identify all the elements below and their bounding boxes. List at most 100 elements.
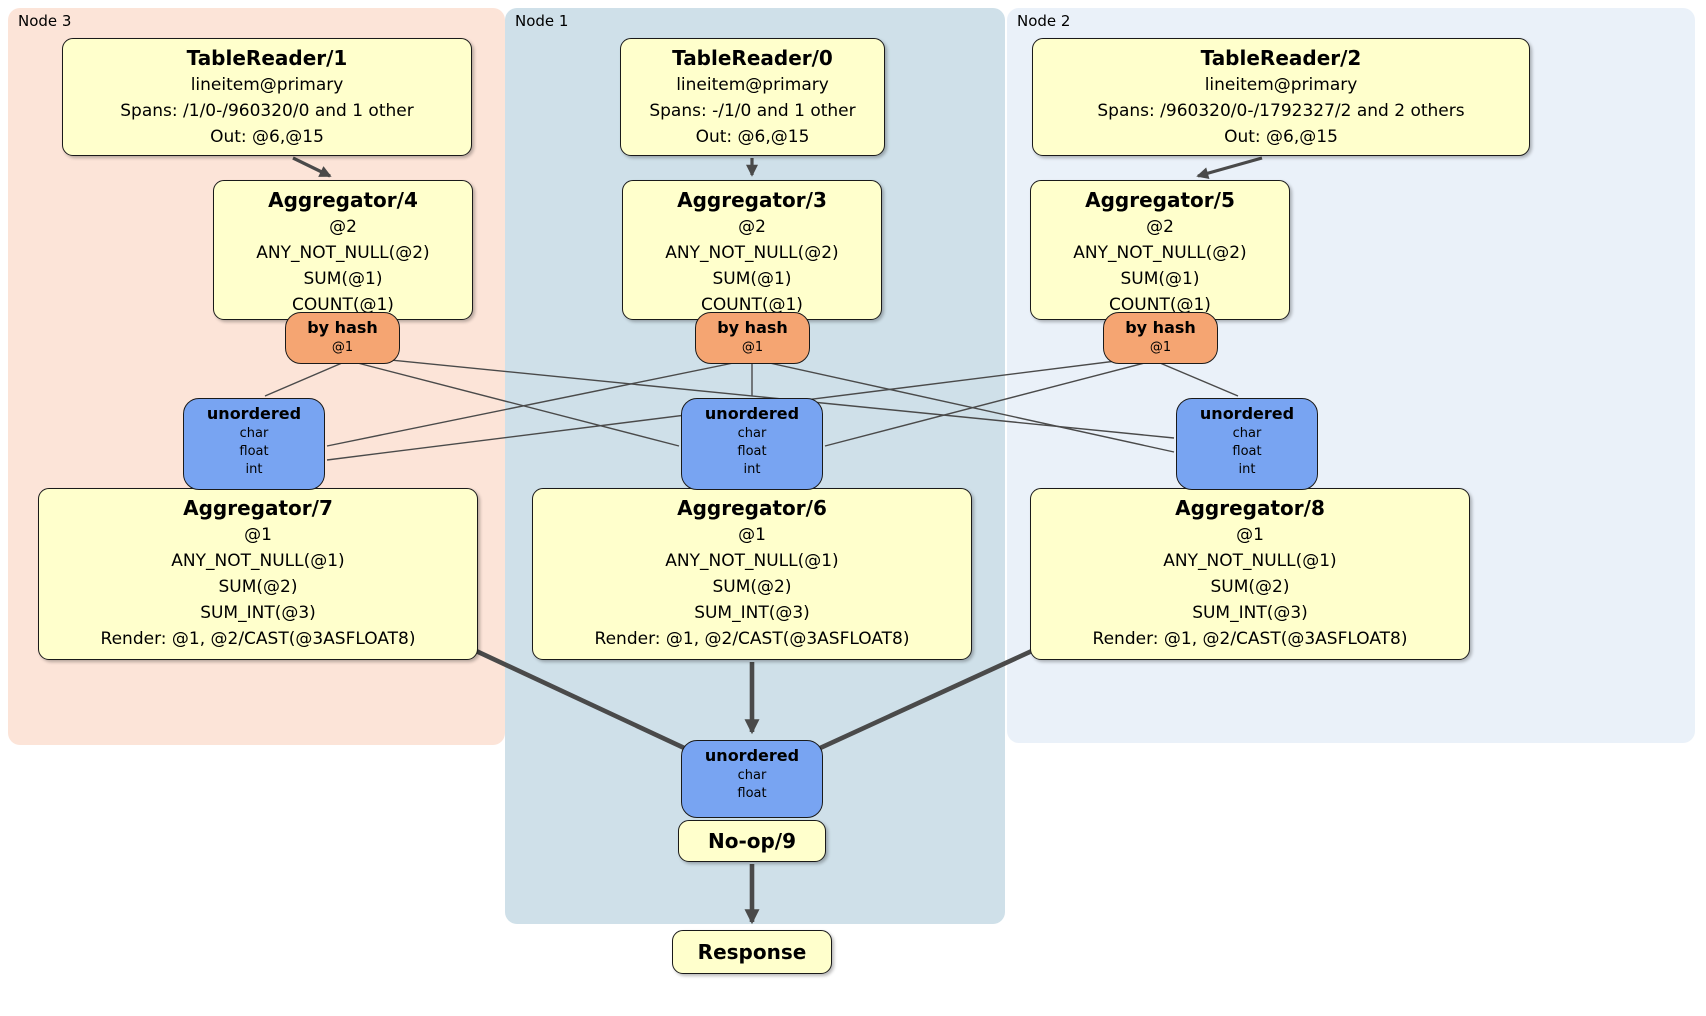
box-line: int <box>245 462 263 477</box>
box-line: SUM(@1) <box>303 269 383 289</box>
unordered-sync-6: unordered char float int <box>681 398 823 490</box>
unordered-sync-final: unordered char float <box>681 740 823 818</box>
box-title: unordered <box>1199 404 1295 423</box>
box-line: char <box>737 768 767 783</box>
box-line: @1 <box>741 340 764 355</box>
hash-router-4: by hash @1 <box>285 312 400 364</box>
box-line: @1 <box>1149 340 1172 355</box>
node2-label: Node 2 <box>1017 12 1071 30</box>
box-line: float <box>737 786 767 801</box>
box-line: int <box>743 462 761 477</box>
box-title: unordered <box>704 404 800 423</box>
box-title: by hash <box>1125 318 1196 337</box>
box-line: Render: @1, @2/CAST(@3ASFLOAT8) <box>100 629 416 649</box>
box-line: COUNT(@1) <box>701 295 803 315</box>
edge-router3-sync7 <box>326 359 749 447</box>
box-line: COUNT(@1) <box>292 295 394 315</box>
box-line: SUM_INT(@3) <box>1192 603 1308 623</box>
box-line: Spans: /1/0-/960320/0 and 1 other <box>120 101 414 121</box>
box-line: lineitem@primary <box>190 75 344 95</box>
edge-router4-sync7 <box>264 362 343 397</box>
box-title: Aggregator/3 <box>677 188 827 212</box>
box-title: TableReader/1 <box>186 46 348 70</box>
edge-router5-sync8 <box>1159 362 1239 397</box>
aggregator-6-box: Aggregator/6 @1 ANY_NOT_NULL(@1) SUM(@2)… <box>532 488 972 660</box>
edge-tr2-agg5 <box>1196 156 1263 180</box>
box-line: @1 <box>244 525 272 545</box>
tablereader-0-box: TableReader/0 lineitem@primary Spans: -/… <box>620 38 885 156</box>
box-title: Response <box>697 940 807 964</box>
box-line: SUM_INT(@3) <box>694 603 810 623</box>
box-line: SUM(@2) <box>218 577 298 597</box>
edge-agg7-finalsync <box>473 647 713 763</box>
box-line: @1 <box>331 340 354 355</box>
box-line: Spans: -/1/0 and 1 other <box>649 101 856 121</box>
edge-router4-sync6 <box>345 359 680 447</box>
aggregator-7-box: Aggregator/7 @1 ANY_NOT_NULL(@1) SUM(@2)… <box>38 488 478 660</box>
box-line: SUM(@1) <box>712 269 792 289</box>
box-title: Aggregator/8 <box>1175 496 1325 520</box>
box-line: Out: @6,@15 <box>210 127 324 147</box>
hash-router-3: by hash @1 <box>695 312 810 364</box>
box-line: @1 <box>1236 525 1264 545</box>
box-title: by hash <box>717 318 788 337</box>
box-title: Aggregator/7 <box>183 496 333 520</box>
box-line: ANY_NOT_NULL(@2) <box>1073 243 1247 263</box>
edge-router4-sync8 <box>349 355 1175 439</box>
box-line: SUM(@1) <box>1120 269 1200 289</box>
box-line: Render: @1, @2/CAST(@3ASFLOAT8) <box>1092 629 1408 649</box>
box-line: @1 <box>738 525 766 545</box>
edge-agg8-finalsync <box>791 647 1035 763</box>
box-line: Out: @6,@15 <box>1224 127 1338 147</box>
box-line: SUM_INT(@3) <box>200 603 316 623</box>
aggregator-3-box: Aggregator/3 @2 ANY_NOT_NULL(@2) SUM(@1)… <box>622 180 882 320</box>
box-line: char <box>737 426 767 441</box>
box-line: float <box>239 444 269 459</box>
box-line: ANY_NOT_NULL(@2) <box>256 243 430 263</box>
box-line: Spans: /960320/0-/1792327/2 and 2 others <box>1097 101 1465 121</box>
box-title: unordered <box>704 746 800 765</box>
box-line: @2 <box>1146 217 1174 237</box>
unordered-sync-8: unordered char float int <box>1176 398 1318 490</box>
edge-router5-sync6 <box>824 359 1157 447</box>
unordered-sync-7: unordered char float int <box>183 398 325 490</box>
tablereader-2-box: TableReader/2 lineitem@primary Spans: /9… <box>1032 38 1530 156</box>
box-line: Out: @6,@15 <box>695 127 810 147</box>
box-line: ANY_NOT_NULL(@1) <box>1163 551 1337 571</box>
box-line: ANY_NOT_NULL(@2) <box>665 243 839 263</box>
node3-label: Node 3 <box>18 12 72 30</box>
noop-9-box: No-op/9 <box>678 820 826 862</box>
box-line: char <box>1232 426 1262 441</box>
box-title: by hash <box>307 318 378 337</box>
hash-router-5: by hash @1 <box>1103 312 1218 364</box>
box-title: TableReader/2 <box>1200 46 1362 70</box>
aggregator-5-box: Aggregator/5 @2 ANY_NOT_NULL(@2) SUM(@1)… <box>1030 180 1290 320</box>
box-line: COUNT(@1) <box>1109 295 1211 315</box>
box-line: SUM(@2) <box>712 577 792 597</box>
box-line: ANY_NOT_NULL(@1) <box>665 551 839 571</box>
aggregator-8-box: Aggregator/8 @1 ANY_NOT_NULL(@1) SUM(@2)… <box>1030 488 1470 660</box>
box-line: char <box>239 426 269 441</box>
tablereader-1-box: TableReader/1 lineitem@primary Spans: /1… <box>62 38 472 156</box>
box-line: @2 <box>738 217 766 237</box>
box-line: Render: @1, @2/CAST(@3ASFLOAT8) <box>594 629 910 649</box>
response-box: Response <box>672 930 832 974</box>
edge-tr1-agg4 <box>292 156 332 178</box>
box-title: No-op/9 <box>707 829 797 853</box>
box-title: Aggregator/4 <box>268 188 418 212</box>
box-line: @2 <box>329 217 357 237</box>
aggregator-4-box: Aggregator/4 @2 ANY_NOT_NULL(@2) SUM(@1)… <box>213 180 473 320</box>
edge-router3-sync8 <box>755 359 1175 453</box>
box-title: Aggregator/5 <box>1085 188 1235 212</box>
box-line: float <box>1232 444 1262 459</box>
box-title: unordered <box>206 404 302 423</box>
box-line: int <box>1238 462 1256 477</box>
box-line: SUM(@2) <box>1210 577 1290 597</box>
box-title: TableReader/0 <box>672 46 833 70</box>
box-line: ANY_NOT_NULL(@1) <box>171 551 345 571</box>
box-line: lineitem@primary <box>676 75 829 95</box>
node1-label: Node 1 <box>515 12 569 30</box>
box-title: Aggregator/6 <box>677 496 827 520</box>
